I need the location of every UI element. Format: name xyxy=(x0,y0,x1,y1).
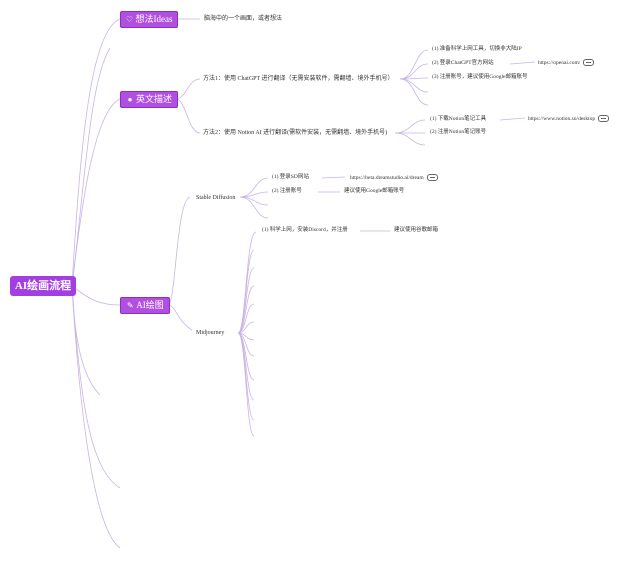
method1-step-3: (3) 注册账号，建议使用Google邮箱账号 xyxy=(432,74,528,80)
method2-step-2: (2) 注册Notion笔记账号 xyxy=(430,129,487,135)
ideas-note: 脑海中的一个画面，或者想法 xyxy=(204,16,283,22)
method1-label[interactable]: 方法1：使用 ChatGPT 进行翻译（无需安装软件，需翻墙、境外手机号） xyxy=(203,76,394,82)
link-root-ai xyxy=(71,285,121,306)
method2-step-1: (1) 下载Notion笔记工具 xyxy=(430,116,487,122)
sd-label[interactable]: Stable Diffusion xyxy=(196,195,236,201)
link-icon xyxy=(426,174,438,181)
mj-tip: 建议使用谷歌邮箱 xyxy=(394,227,439,233)
link-root-english xyxy=(71,98,121,287)
sd-step-1: (1) 登录SD网站 xyxy=(272,174,309,180)
sd-step-2: (2) 注册账号 xyxy=(272,188,302,194)
mj-label[interactable]: Midjourney xyxy=(196,330,225,336)
notion-link[interactable]: https://www.notion.so/desktop xyxy=(528,115,610,122)
root-label: AI绘画流程 xyxy=(14,279,72,292)
openai-link[interactable]: https://openai.com/ xyxy=(538,59,595,66)
ai-icon: ✎ xyxy=(126,300,134,310)
link-icon xyxy=(583,59,595,66)
mj-step-1: (1) 科学上网，安装Discord，并注册 xyxy=(262,227,348,233)
branch-ai-label: AI绘图 xyxy=(136,300,164,310)
branch-ideas[interactable]: ♡ 想法Ideas xyxy=(120,11,178,28)
link-root-ideas xyxy=(71,18,121,287)
method2-label[interactable]: 方法2：使用 Notion AI 进行翻译(需软件安装，无需翻墙、境外手机号) xyxy=(203,130,388,136)
link-icon xyxy=(598,115,610,122)
branch-english[interactable]: ● 英文描述 xyxy=(120,91,178,108)
sd-tip: 建议使用Google邮箱账号 xyxy=(344,188,405,194)
method1-step-2: (2) 登录ChatGPT官方网站 xyxy=(432,60,494,66)
branch-english-label: 英文描述 xyxy=(135,94,172,104)
heart-icon: ♡ xyxy=(125,14,134,24)
method1-step-1: (1) 准备科学上网工具，切换非大陆IP xyxy=(432,46,522,52)
branch-ideas-label: 想法Ideas xyxy=(135,14,173,24)
branch-ai[interactable]: ✎ AI绘图 xyxy=(120,297,170,314)
globe-icon: ● xyxy=(127,94,133,104)
dreamstudio-link[interactable]: https://beta.dreamstudio.ai/dream xyxy=(350,174,438,181)
root-node[interactable]: AI绘画流程 xyxy=(10,276,76,296)
